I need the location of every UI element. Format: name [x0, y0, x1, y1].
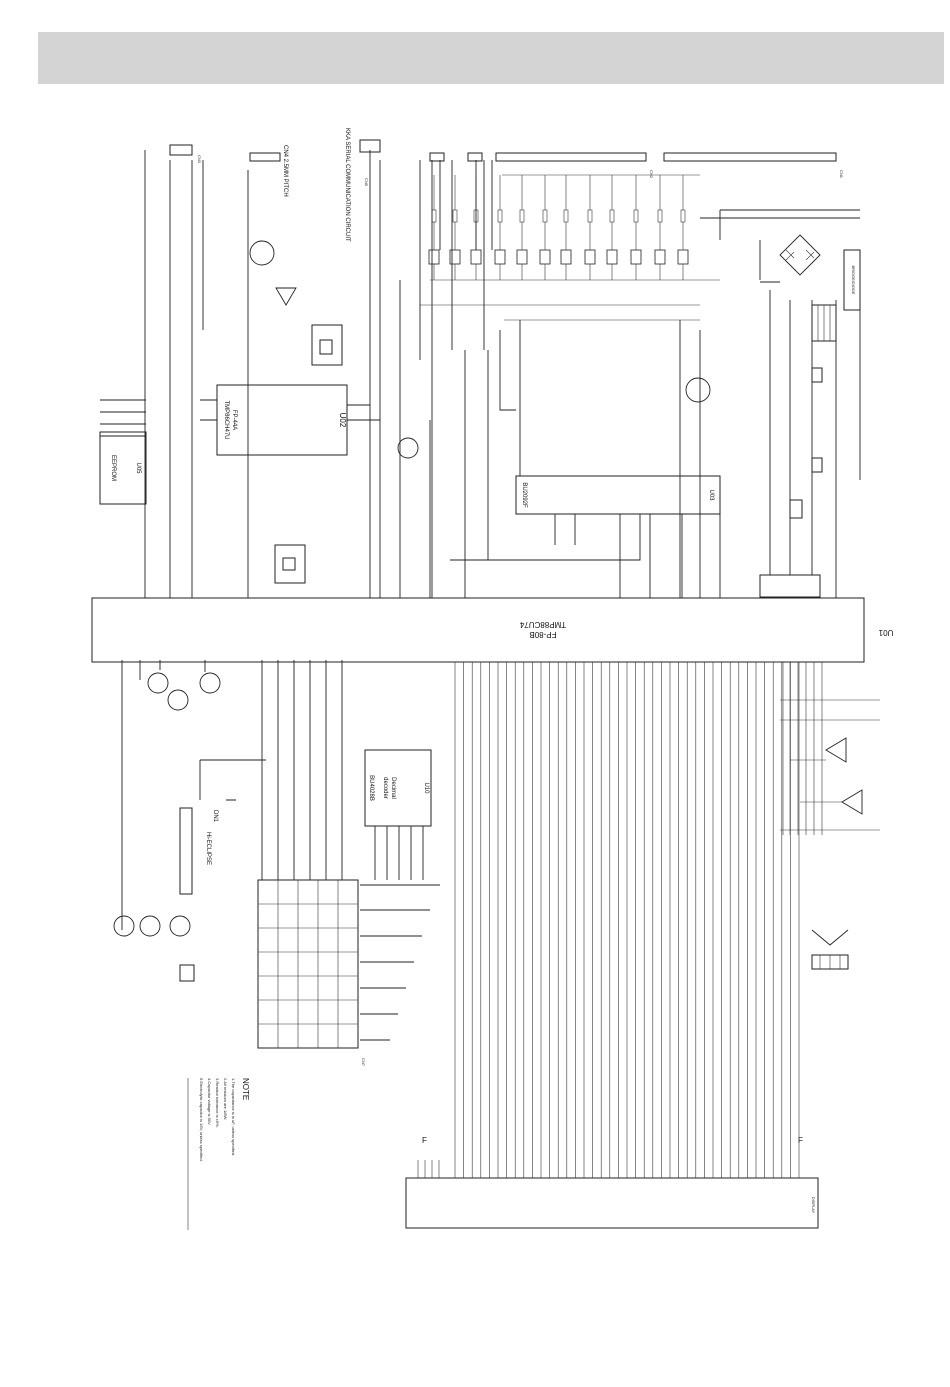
mcu-u02: U02 TMP86CH47U FP-44A [216, 384, 348, 456]
transistor [677, 249, 689, 265]
cn4-pitch-label: CN4 2.5MM PITCH [282, 145, 288, 197]
mcu-u01: U01 TMP88CU74 FP-80B [91, 597, 893, 663]
transistor [494, 249, 506, 265]
resistor [587, 209, 593, 223]
transistor [560, 249, 572, 265]
resistor [657, 209, 663, 223]
note-4: 4.Capacitor voltage is 50V. [207, 1078, 212, 1125]
note-1: 1.The capacitance is in uF, unless speci… [231, 1078, 236, 1156]
cn7-label: CN7 [361, 1058, 366, 1067]
u05-ref: U05 [135, 462, 141, 474]
resistor [431, 209, 437, 223]
bridge-label: BRIDGE/DIODE [851, 265, 856, 294]
u01-ref: U01 [878, 628, 893, 637]
bus-lines [417, 662, 800, 1178]
u02-part: TMP86CH47U [223, 400, 229, 439]
u10-ref: U10 [423, 782, 429, 794]
display-connector: DISPLAY F F [405, 1136, 819, 1229]
decoder-u10: U10 Decimal decoder BU4028B [364, 749, 432, 827]
transistor [539, 249, 551, 265]
transistor [428, 249, 440, 265]
opamps [780, 662, 880, 835]
u02-package: FP-44A [231, 410, 237, 430]
header-bar [38, 32, 944, 84]
transistor-array [428, 175, 689, 280]
resistor [542, 209, 548, 223]
transistor [516, 249, 528, 265]
transistor [654, 249, 666, 265]
serial-circuit-label: KKA SERIAL COMMUNICATION CIRCUIT [344, 128, 350, 242]
u10-part3: BU4028B [368, 775, 374, 801]
resistor [633, 209, 639, 223]
cn3-label: CN3 [197, 155, 202, 164]
resistor [609, 209, 615, 223]
top-rails [420, 174, 720, 321]
top-connectors: CN1 CN2 CN3 CN5 CN4 2.5MM PITCH KKA SERI… [169, 128, 844, 242]
u02-ref: U02 [338, 413, 347, 428]
transistor [449, 249, 461, 265]
resistor [519, 209, 525, 223]
note-2: 2.All resistors are 1/8W. [223, 1078, 228, 1120]
note-block: NOTE 1.The capacitance is in uF, unless … [187, 1078, 250, 1230]
u01-part: TMP88CU74 [519, 620, 566, 629]
cn5-label: CN5 [364, 178, 369, 187]
eeprom-u05: U05 EEPROM [99, 431, 147, 505]
resistor [497, 209, 503, 223]
note-5: 5.Electrolytic capacitor is 16V, unless … [199, 1078, 204, 1162]
u03-part: BU2092F [521, 482, 527, 508]
transistor [470, 249, 482, 265]
resistor [680, 209, 686, 223]
driver-u03: U03 BU2092F [515, 475, 721, 515]
f-right: F [798, 1136, 803, 1145]
transistor [630, 249, 642, 265]
crystals [274, 324, 343, 584]
eclipse-label: Hi-ECLIPSE [205, 832, 211, 865]
transistor [584, 249, 596, 265]
resistor [452, 209, 458, 223]
cn1-label: CN1 [839, 170, 844, 179]
main-wires [100, 150, 721, 930]
display-label: DISPLAY [811, 1197, 816, 1214]
resistor [563, 209, 569, 223]
thermistor-connector [811, 929, 849, 970]
u03-ref: U03 [708, 489, 714, 501]
left-transistors [113, 240, 711, 982]
u10-part: Decimal [390, 777, 396, 799]
dn1-label: DN1 [212, 810, 218, 823]
u05-part: EEPROM [110, 455, 116, 481]
f-left: F [422, 1136, 427, 1145]
note-title: NOTE [241, 1078, 250, 1100]
transistor [606, 249, 618, 265]
power-section: BRIDGE/DIODE [700, 209, 861, 598]
u10-part2: decoder [382, 777, 388, 799]
keypad-matrix: CN7 [257, 660, 440, 1067]
note-3: 3.Resistor tolerance is ±5%. [215, 1078, 220, 1128]
u01-package: FP-80B [529, 630, 556, 639]
eclipse-switch: Hi-ECLIPSE DN1 [179, 759, 266, 895]
cn2-label: CN2 [649, 170, 654, 179]
